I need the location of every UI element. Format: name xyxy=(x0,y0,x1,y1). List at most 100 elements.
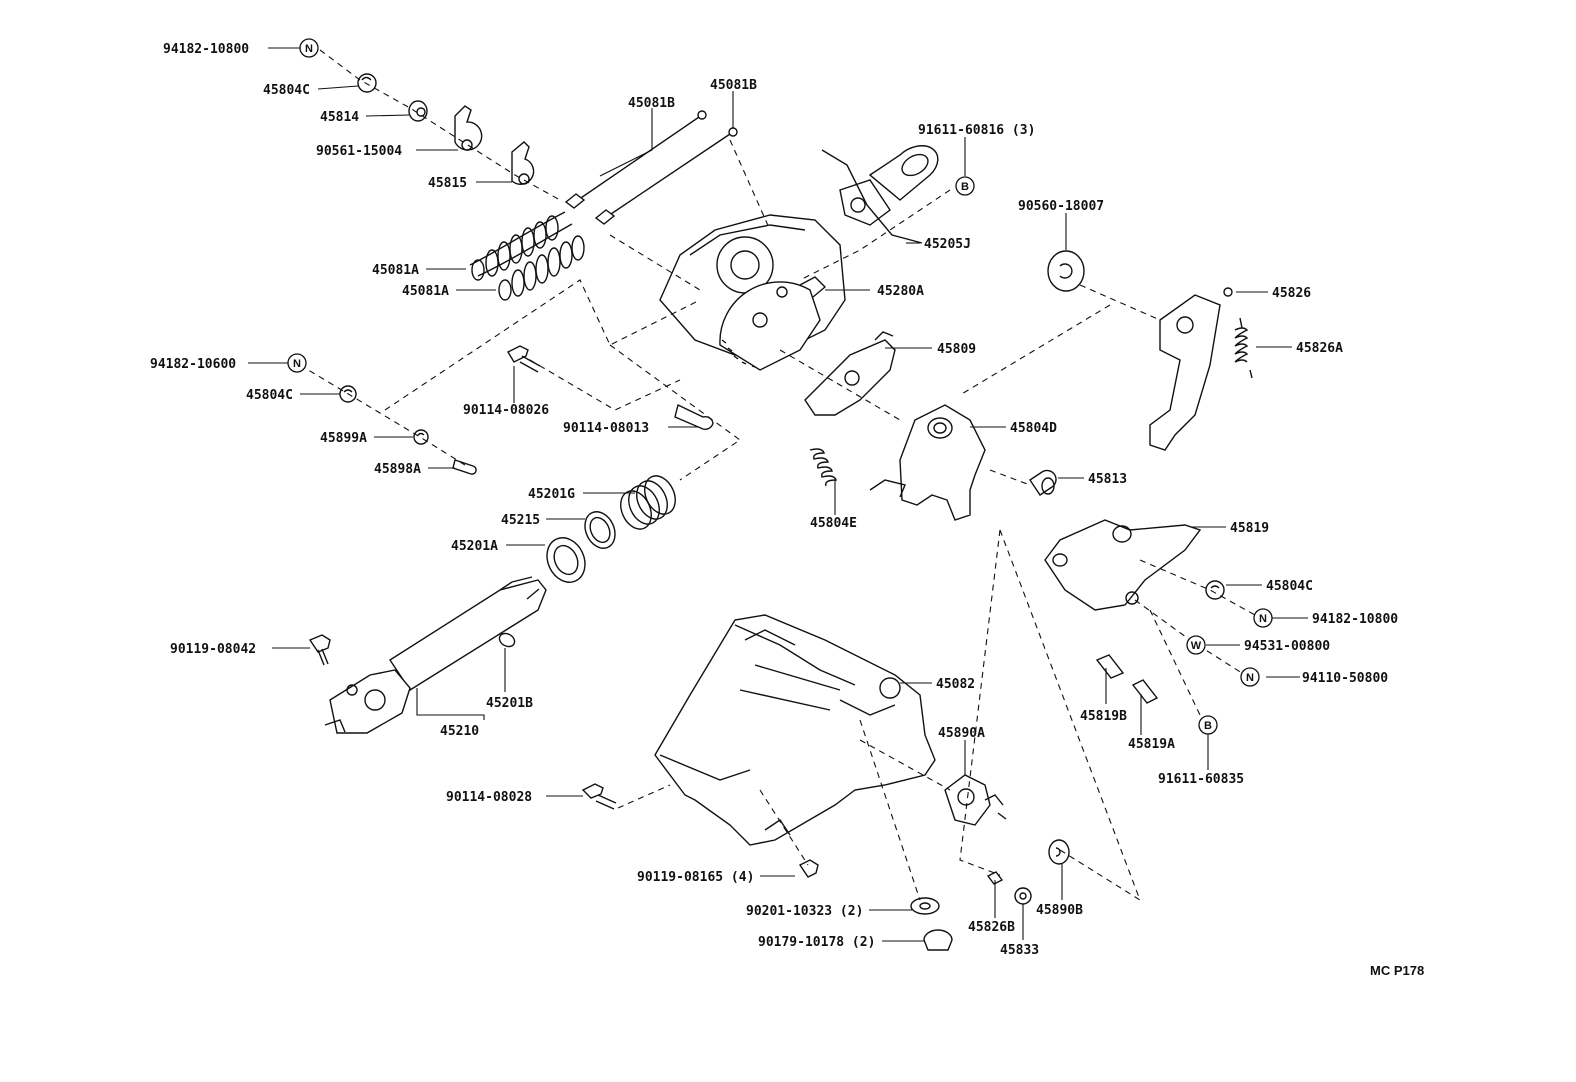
part-label-45081a: 45081A xyxy=(372,263,419,278)
part-label-45201b: 45201B xyxy=(486,696,533,711)
svg-text:W: W xyxy=(1191,640,1202,652)
symbol-b-icon: B xyxy=(1198,715,1218,735)
bolt-90114-08026-part xyxy=(507,345,541,373)
bracket-45819-part xyxy=(1044,519,1202,611)
symbol-b-icon: B xyxy=(955,176,975,196)
part-label-45205j: 45205J xyxy=(924,237,971,252)
bolt-90119-08042-part xyxy=(308,634,331,666)
bushing-45813-part xyxy=(1029,469,1057,496)
part-label-45081a: 45081A xyxy=(402,284,449,299)
grommet-90179-10178-part xyxy=(923,929,953,951)
symbol-w-icon: W xyxy=(1186,635,1206,655)
part-label-45081b: 45081B xyxy=(628,96,675,111)
part-label-45809: 45809 xyxy=(937,342,976,357)
pin-45826B-part xyxy=(986,871,1004,885)
svg-text:N: N xyxy=(305,43,313,55)
part-label-45215: 45215 xyxy=(501,513,540,528)
part-label-45201g: 45201G xyxy=(528,487,575,502)
part-label-45826b: 45826B xyxy=(968,920,1015,935)
bolt-90114-08028-part xyxy=(581,783,617,810)
part-label-90119-08042: 90119-08042 xyxy=(170,642,256,657)
seal-45215-part xyxy=(584,511,616,549)
part-label-90114-08013: 90114-08013 xyxy=(563,421,649,436)
part-label-45081b: 45081B xyxy=(710,78,757,93)
part-label-45804c: 45804C xyxy=(246,388,293,403)
part-label-45826a: 45826A xyxy=(1296,341,1343,356)
part-label-94182-10600: 94182-10600 xyxy=(150,357,236,372)
svg-text:N: N xyxy=(1259,613,1267,625)
lever-45890A-part xyxy=(944,774,1007,826)
part-label-45890b: 45890B xyxy=(1036,903,1083,918)
part-label-45804d: 45804D xyxy=(1010,421,1057,436)
svg-text:B: B xyxy=(1204,720,1212,732)
part-label-45815: 45815 xyxy=(428,176,467,191)
washer-45899A-part xyxy=(413,429,429,445)
part-label-94182-10800: 94182-10800 xyxy=(1312,612,1398,627)
svg-text:B: B xyxy=(961,181,969,193)
bearing-45201A-part xyxy=(546,537,586,583)
symbol-n-icon: N xyxy=(1253,608,1273,628)
part-label-90119-08165-4: 90119-08165 (4) xyxy=(637,870,754,885)
pin-45898A-part xyxy=(452,459,477,475)
spring-45804E-part xyxy=(809,448,837,487)
part-label-91611-60816-3: 91611-60816 (3) xyxy=(918,123,1035,138)
boot-45081A-upper-part xyxy=(469,211,573,281)
collar-45819B-part xyxy=(1095,654,1125,679)
lever-45826-part xyxy=(1149,287,1233,451)
solenoid-45205J-part xyxy=(821,145,939,244)
leader-lines xyxy=(248,47,1308,942)
bolt-90114-08013-part xyxy=(674,403,714,430)
part-label-91611-60835: 91611-60835 xyxy=(1158,772,1244,787)
part-label-45833: 45833 xyxy=(1000,943,1039,958)
symbol-n-icon: N xyxy=(299,38,319,58)
part-label-45826: 45826 xyxy=(1272,286,1311,301)
part-label-45280a: 45280A xyxy=(877,284,924,299)
washer-90560-18007-part xyxy=(1047,250,1085,292)
part-label-45813: 45813 xyxy=(1088,472,1127,487)
svg-text:N: N xyxy=(1246,672,1254,684)
part-label-94531-00800: 94531-00800 xyxy=(1244,639,1330,654)
assembly-lines xyxy=(299,49,1256,902)
part-label-90561-15004: 90561-15004 xyxy=(316,144,402,159)
boot-45081A-lower-part xyxy=(498,235,585,301)
cable-45081B-part xyxy=(564,110,738,225)
spring-45826A-part xyxy=(1234,317,1253,379)
washer-90201-10323-part xyxy=(910,897,940,915)
clip-45201B-part xyxy=(498,632,516,648)
part-label-45210: 45210 xyxy=(440,724,479,739)
part-label-45890a: 45890A xyxy=(938,726,985,741)
part-label-90560-18007: 90560-18007 xyxy=(1018,199,1104,214)
part-label-45804e: 45804E xyxy=(810,516,857,531)
lever-45804D-part xyxy=(869,404,986,521)
washer-45804C-right-part xyxy=(1205,580,1225,600)
lever-45815-part xyxy=(511,141,535,185)
lever-90561-15004-part xyxy=(454,105,483,151)
spring-45201G-part xyxy=(620,475,676,530)
part-label-45819a: 45819A xyxy=(1128,737,1175,752)
part-label-45899a: 45899A xyxy=(320,431,367,446)
column-bracket-45082-part xyxy=(654,614,936,846)
part-label-45819: 45819 xyxy=(1230,521,1269,536)
part-label-90114-08026: 90114-08026 xyxy=(463,403,549,418)
nut-45833-part xyxy=(1014,887,1032,905)
bracket-45809-part xyxy=(804,331,896,416)
part-label-94110-50800: 94110-50800 xyxy=(1302,671,1388,686)
bolt-90119-08165-part xyxy=(798,859,819,878)
gear-assembly-45280A-part xyxy=(659,214,846,371)
part-label-45201a: 45201A xyxy=(451,539,498,554)
part-label-90179-10178-2: 90179-10178 (2) xyxy=(758,935,875,950)
symbol-n-icon: N xyxy=(1240,667,1260,687)
part-label-45082: 45082 xyxy=(936,677,975,692)
symbol-n-icon: N xyxy=(287,353,307,373)
washer-45890B-part xyxy=(1048,839,1070,865)
diagram-code: MC P178 xyxy=(1370,963,1424,978)
part-label-45898a: 45898A xyxy=(374,462,421,477)
bushing-45814-part xyxy=(408,100,428,122)
part-label-45804c: 45804C xyxy=(263,83,310,98)
part-label-45814: 45814 xyxy=(320,110,359,125)
part-label-90201-10323-2: 90201-10323 (2) xyxy=(746,904,863,919)
part-label-94182-10800: 94182-10800 xyxy=(163,42,249,57)
part-label-45804c: 45804C xyxy=(1266,579,1313,594)
